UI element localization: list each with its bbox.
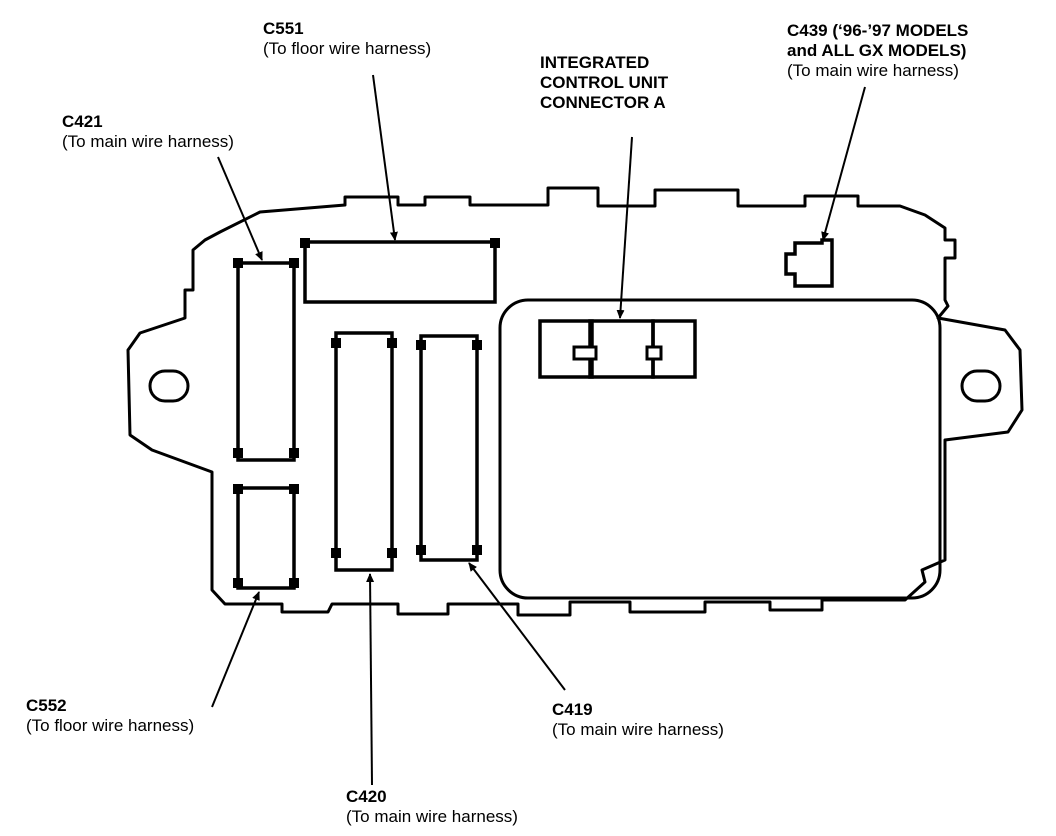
label-integrated-control-unit: INTEGRATED CONTROL UNIT CONNECTOR A	[540, 53, 668, 113]
label-c552: C552 (To floor wire harness)	[26, 696, 194, 736]
label-c439-line2: and ALL GX MODELS)	[787, 41, 967, 60]
label-c551-code: C551	[263, 19, 304, 38]
connector-c551-tab	[490, 238, 500, 248]
mounting-hole-left	[148, 369, 190, 403]
connector-c420-tab	[331, 548, 341, 558]
leader-line-icu	[616, 136, 633, 319]
label-icu-line2: CONTROL UNIT	[540, 73, 669, 92]
label-c552-code: C552	[26, 696, 67, 715]
connector-c420-tab	[387, 548, 397, 558]
connector-c419-tab	[472, 545, 482, 555]
label-c552-desc: (To floor wire harness)	[26, 716, 195, 735]
connector-c420-tab	[331, 338, 341, 348]
fuse-box-housing-outline	[126, 186, 1024, 617]
label-c551: C551 (To floor wire harness)	[263, 19, 431, 59]
leader-line-c551	[372, 74, 398, 241]
connector-c551	[303, 240, 497, 304]
integrated-control-unit-connector-a	[538, 319, 697, 379]
connector-c421-tab	[289, 448, 299, 458]
label-icu-line3: CONNECTOR A	[540, 93, 666, 112]
connector-c421-tab	[289, 258, 299, 268]
label-c420-code: C420	[346, 787, 387, 806]
leader-line-c439	[821, 86, 866, 241]
integrated-control-unit-area	[498, 298, 942, 600]
label-c551-desc: (To floor wire harness)	[263, 39, 432, 58]
label-c421-code: C421	[62, 112, 103, 131]
connector-c420-tab	[387, 338, 397, 348]
connector-c419-tab	[416, 340, 426, 350]
connector-c421-tab	[233, 448, 243, 458]
connector-c552	[236, 486, 296, 590]
label-c419-desc: (To main wire harness)	[552, 720, 724, 739]
label-c419-code: C419	[552, 700, 593, 719]
label-c421-desc: (To main wire harness)	[62, 132, 234, 151]
connector-c552-tab	[289, 484, 299, 494]
leader-line-c419	[468, 562, 566, 691]
mounting-hole-right	[960, 369, 1002, 403]
connector-c419-tab	[416, 545, 426, 555]
label-c419: C419 (To main wire harness)	[552, 700, 724, 740]
label-c439-line1: C439 (‘96-’97 MODELS	[787, 21, 969, 40]
leader-line-c552	[211, 591, 260, 708]
connector-c420	[334, 331, 394, 572]
connector-c421	[236, 261, 296, 462]
label-c420: C420 (To main wire harness)	[346, 787, 518, 827]
connector-c439	[784, 238, 834, 288]
label-c439: C439 (‘96-’97 MODELS and ALL GX MODELS) …	[787, 21, 968, 81]
connector-c421-tab	[233, 258, 243, 268]
label-c420-desc: (To main wire harness)	[346, 807, 518, 826]
connector-c551-tab	[300, 238, 310, 248]
connector-c552-tab	[289, 578, 299, 588]
connector-c419	[419, 334, 479, 562]
label-c439-desc: (To main wire harness)	[787, 61, 959, 80]
connector-c552-tab	[233, 484, 243, 494]
label-icu-line1: INTEGRATED	[540, 53, 650, 72]
connector-c419-tab	[472, 340, 482, 350]
leader-line-c420	[366, 573, 375, 786]
connector-c552-tab	[233, 578, 243, 588]
label-c421: C421 (To main wire harness)	[62, 112, 234, 152]
leader-line-c421	[217, 156, 263, 261]
